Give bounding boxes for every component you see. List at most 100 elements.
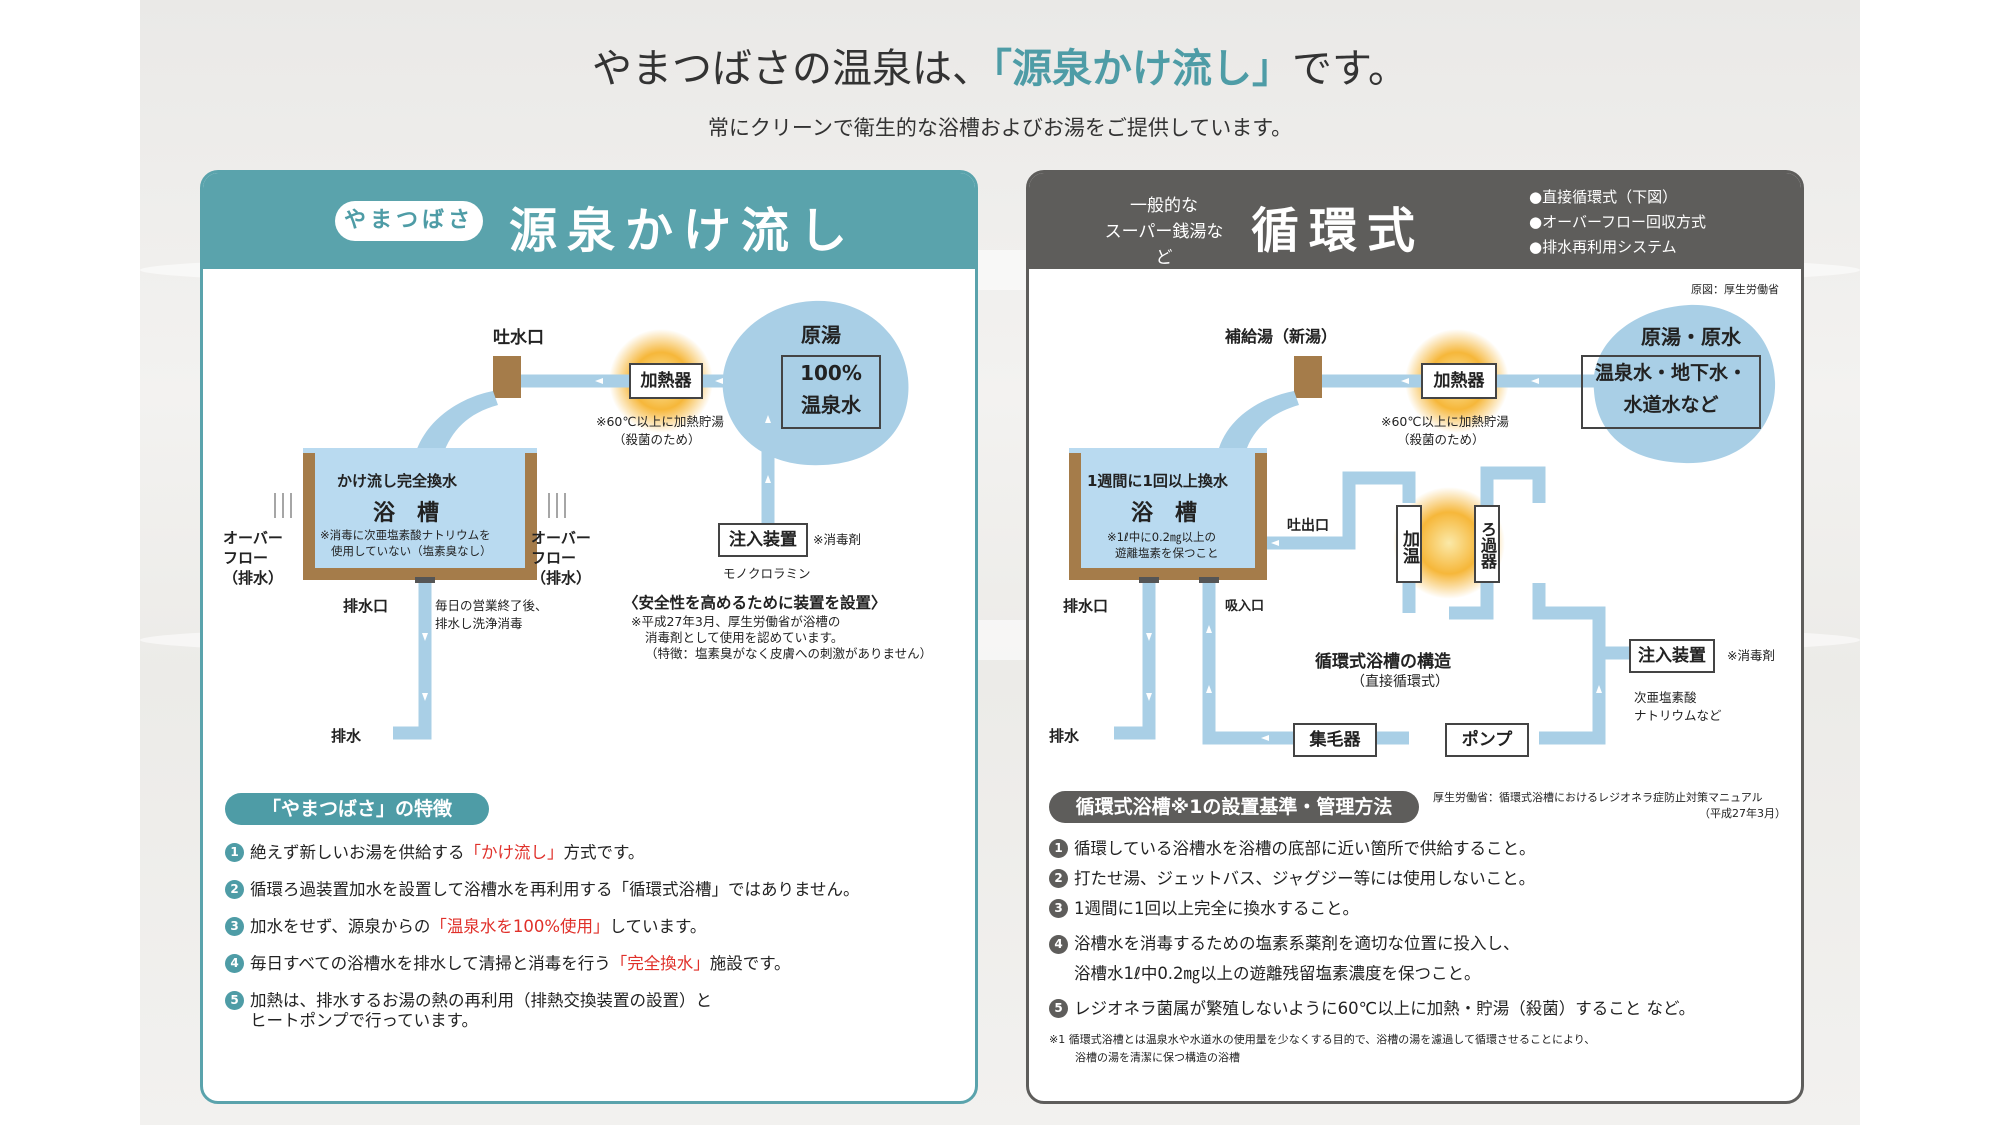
drain-label: 排水 <box>331 727 362 745</box>
panel-junkanshiki: 一般的なスーパー銭湯など 循環式 ●直接循環式（下図） ●オーバーフロー回収方式… <box>1026 170 1804 1104</box>
tub-floor <box>303 568 537 580</box>
tub-wall-right <box>1255 453 1267 578</box>
tub-water-top <box>1069 448 1267 462</box>
heater-note-2: （殺菌のため） <box>613 432 701 447</box>
safety-note-3: （特徴：塩素臭がなく皮膚への刺激がありません） <box>645 646 933 661</box>
heater-note: ※60℃以上に加熱貯湯 <box>596 414 724 429</box>
tub-name: 浴 槽 <box>373 501 440 526</box>
kakenagashi-diagram <box>274 300 909 740</box>
pump-box: ポンプ <box>1445 723 1529 757</box>
tub-water <box>1081 460 1255 568</box>
chemical-label-2: ナトリウムなど <box>1634 708 1722 723</box>
system-type: ●オーバーフロー回収方式 <box>1529 213 1707 231</box>
overflow-arrows <box>274 493 566 518</box>
brand-pill: やまつばさ <box>335 201 483 241</box>
drain-label: 排水 <box>1049 727 1080 745</box>
system-types-list: ●直接循環式（下図） ●オーバーフロー回収方式 ●排水再利用システム <box>1529 185 1706 260</box>
system-type: ●直接循環式（下図） <box>1529 188 1678 206</box>
outlet-label: 吐出口 <box>1287 518 1329 534</box>
flow-arrows <box>1146 378 1602 741</box>
structure-title: 循環式浴槽の構造 <box>1315 652 1451 672</box>
drain-cap <box>415 577 435 583</box>
source-line: 100% <box>800 361 862 385</box>
source-box: 温泉水・地下水・ 水道水など <box>1581 355 1761 429</box>
rules-reference-2: （平成27年3月） <box>1699 807 1786 820</box>
tub-wall-right <box>525 453 537 578</box>
intake-label: 吸入口 <box>1225 599 1265 614</box>
tub-top-label: かけ流し完全換水 <box>337 472 458 490</box>
safety-note-2: 消毒剤として使用を認めています。 <box>645 630 844 645</box>
filter-box: ろ過器 <box>1474 505 1500 583</box>
tub-wall-left <box>303 453 315 578</box>
system-type: ●排水再利用システム <box>1529 238 1677 256</box>
panel-header <box>1029 173 1801 269</box>
tub-name: 浴 槽 <box>1131 501 1198 526</box>
falling-water <box>1219 391 1299 448</box>
page-headline: やまつばさの温泉は、「源泉かけ流し」です。 <box>0 36 2000 94</box>
page-subline: 常にクリーンで衛生的な浴槽およびお湯をご提供しています。 <box>707 116 1293 140</box>
heater-note: ※60℃以上に加熱貯湯 <box>1381 414 1509 429</box>
panel-title: 循環式 <box>1251 203 1426 259</box>
tub-water <box>315 460 525 568</box>
footnote-2: 浴槽の湯を清潔に保つ構造の浴槽 <box>1075 1051 1240 1064</box>
drain-note: 毎日の営業終了後、 <box>435 598 548 613</box>
spout-label: 吐水口 <box>493 328 544 348</box>
drain-port-label: 排水口 <box>343 597 389 615</box>
overflow-left: オーバーフロー（排水） <box>223 529 284 587</box>
safety-label: 〈安全性を高めるために装置を設置〉 <box>623 594 887 612</box>
disinfectant-note: ※消毒剤 <box>1727 648 1775 663</box>
injector-box: 注入装置 <box>1629 639 1715 673</box>
tub-wall-left <box>1069 453 1081 578</box>
chemical-label: 次亜塩素酸 <box>1634 690 1697 705</box>
source-title: 原湯・原水 <box>1641 325 1741 349</box>
header-sub: 一般的なスーパー銭湯など <box>1104 196 1224 268</box>
panel-title: 源泉かけ流し <box>509 203 858 259</box>
tub-water-top <box>303 448 537 462</box>
source-blob <box>1593 304 1776 464</box>
heater-box: 加熱器 <box>1421 363 1497 399</box>
intake-cap <box>1199 577 1219 583</box>
tub-floor <box>1069 568 1267 580</box>
drain-note-2: 排水し洗浄消毒 <box>435 616 523 631</box>
overflow-right: オーバーフロー（排水） <box>531 529 592 587</box>
source-line: 温泉水・地下水・ <box>1594 362 1747 384</box>
tub-note-2: 遊離塩素を保つこと <box>1115 546 1219 560</box>
tub-note-2: 使用していない（塩素臭なし） <box>331 544 492 558</box>
disinfectant-note: ※消毒剤 <box>813 532 861 547</box>
warm-box: 加温 <box>1396 505 1422 583</box>
spout <box>493 356 521 398</box>
chemical-label: モノクロラミン <box>723 566 811 581</box>
source-box: 100% 温泉水 <box>781 355 881 429</box>
heater-note-2: （殺菌のため） <box>1397 432 1485 447</box>
supply-label: 補給湯（新湯） <box>1225 327 1338 346</box>
headline-tail: です。 <box>1292 46 1408 92</box>
spout <box>1294 356 1322 398</box>
source-line: 温泉水 <box>801 393 861 417</box>
tub-top-label: 1週間に1回以上換水 <box>1087 472 1228 490</box>
drain-cap <box>1139 577 1159 583</box>
collector-box: 集毛器 <box>1293 723 1377 757</box>
tub-note: ※消毒に次亜塩素酸ナトリウムを <box>320 528 491 542</box>
falling-water <box>415 391 498 455</box>
source-title: 原湯 <box>801 323 841 347</box>
safety-note: ※平成27年3月、厚生労働省が浴槽の <box>631 614 841 629</box>
footnote: ※1 循環式浴槽とは温泉水や水道水の使用量を少なくする目的で、浴槽の湯を濾過して… <box>1049 1033 1596 1046</box>
structure-sub: （直接循環式） <box>1351 674 1449 690</box>
source-line: 水道水など <box>1623 394 1719 416</box>
flow-arrows <box>422 378 771 701</box>
drain-port-label: 排水口 <box>1063 597 1109 615</box>
rules-title: 循環式浴槽※1の設置基準・管理方法 <box>1049 791 1419 823</box>
features-title: 「やまつばさ」の特徴 <box>225 793 489 825</box>
injector-box: 注入装置 <box>718 523 808 557</box>
rules-reference: 厚生労働省：循環式浴槽におけるレジオネラ症防止対策マニュアル <box>1433 791 1763 804</box>
